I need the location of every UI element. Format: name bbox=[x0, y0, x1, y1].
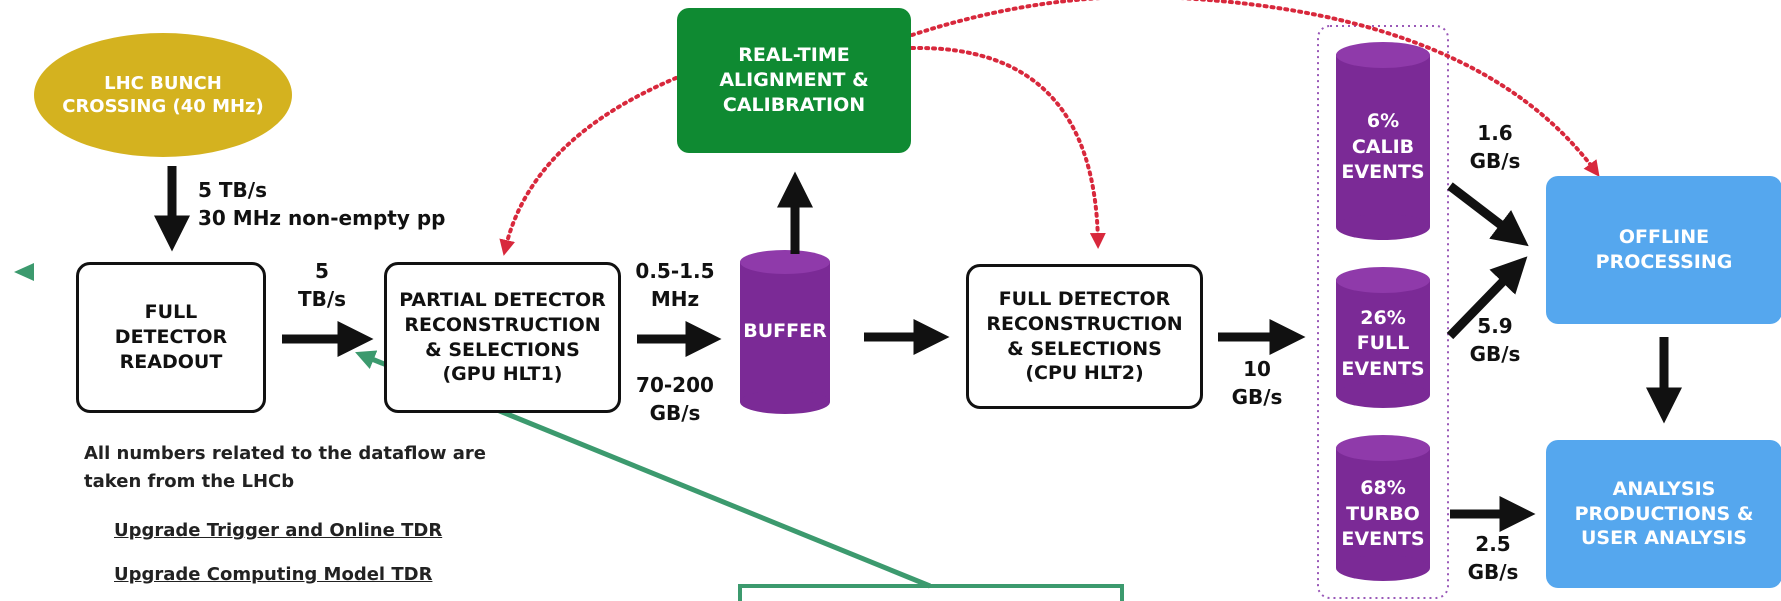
dataflow-note: All numbers related to the dataflow are … bbox=[84, 443, 486, 492]
turbo-events-label: 68% TURBO EVENTS bbox=[1341, 477, 1425, 551]
hlt1-node: PARTIAL DETECTOR RECONSTRUCTION & SELECT… bbox=[384, 262, 621, 413]
rate-full-output: 5.9 GB/s bbox=[1469, 314, 1521, 366]
analysis-node: ANALYSIS PRODUCTIONS & USER ANALYSIS bbox=[1546, 440, 1781, 588]
trigger-tdr-link[interactable]: Upgrade Trigger and Online TDR bbox=[114, 520, 443, 541]
computing-model-tdr-link[interactable]: Upgrade Computing Model TDR bbox=[114, 564, 433, 585]
rate-calib-output: 1.6 GB/s bbox=[1469, 121, 1521, 173]
annotation-box bbox=[738, 584, 1124, 601]
calib-cylinder bbox=[1336, 42, 1430, 240]
stream-group-frame bbox=[1317, 25, 1449, 599]
rate-readout-output: 5 TB/s bbox=[297, 259, 347, 311]
hlt2-node: FULL DETECTOR RECONSTRUCTION & SELECTION… bbox=[966, 264, 1203, 409]
rate-hlt1-output-top: 0.5-1.5 MHz bbox=[635, 259, 715, 311]
full-events-label: 26% FULL EVENTS bbox=[1341, 306, 1425, 380]
rate-lhc-output: 5 TB/s 30 MHz non-empty pp bbox=[198, 178, 446, 230]
alignment-calibration-node: REAL-TIME ALIGNMENT & CALIBRATION bbox=[677, 8, 911, 153]
arrow-calib-to-offline bbox=[1447, 182, 1529, 247]
dotted-alignment-to-hlt2 bbox=[910, 45, 1106, 249]
full-detector-readout-node: FULL DETECTOR READOUT bbox=[76, 262, 266, 413]
dotted-alignment-to-hlt1 bbox=[499, 76, 678, 256]
buffer-label: BUFFER bbox=[743, 320, 827, 343]
dotted-alignment-to-offline bbox=[910, 0, 1600, 177]
rate-hlt2-output: 10 GB/s bbox=[1231, 357, 1283, 409]
buffer-cylinder bbox=[740, 250, 830, 414]
turbo-cylinder bbox=[1336, 435, 1430, 581]
calib-events-label: 6% CALIB EVENTS bbox=[1341, 110, 1425, 184]
rate-turbo-output: 2.5 GB/s bbox=[1467, 532, 1519, 584]
full-cylinder bbox=[1336, 267, 1430, 408]
side-marker-icon bbox=[14, 263, 34, 281]
offline-processing-node: OFFLINE PROCESSING bbox=[1546, 176, 1781, 324]
lhc-bunch-crossing-node: LHC BUNCH CROSSING (40 MHz) bbox=[34, 33, 292, 157]
arrow-full-to-offline bbox=[1446, 256, 1528, 340]
rate-hlt1-output-bottom: 70-200 GB/s bbox=[636, 373, 714, 425]
